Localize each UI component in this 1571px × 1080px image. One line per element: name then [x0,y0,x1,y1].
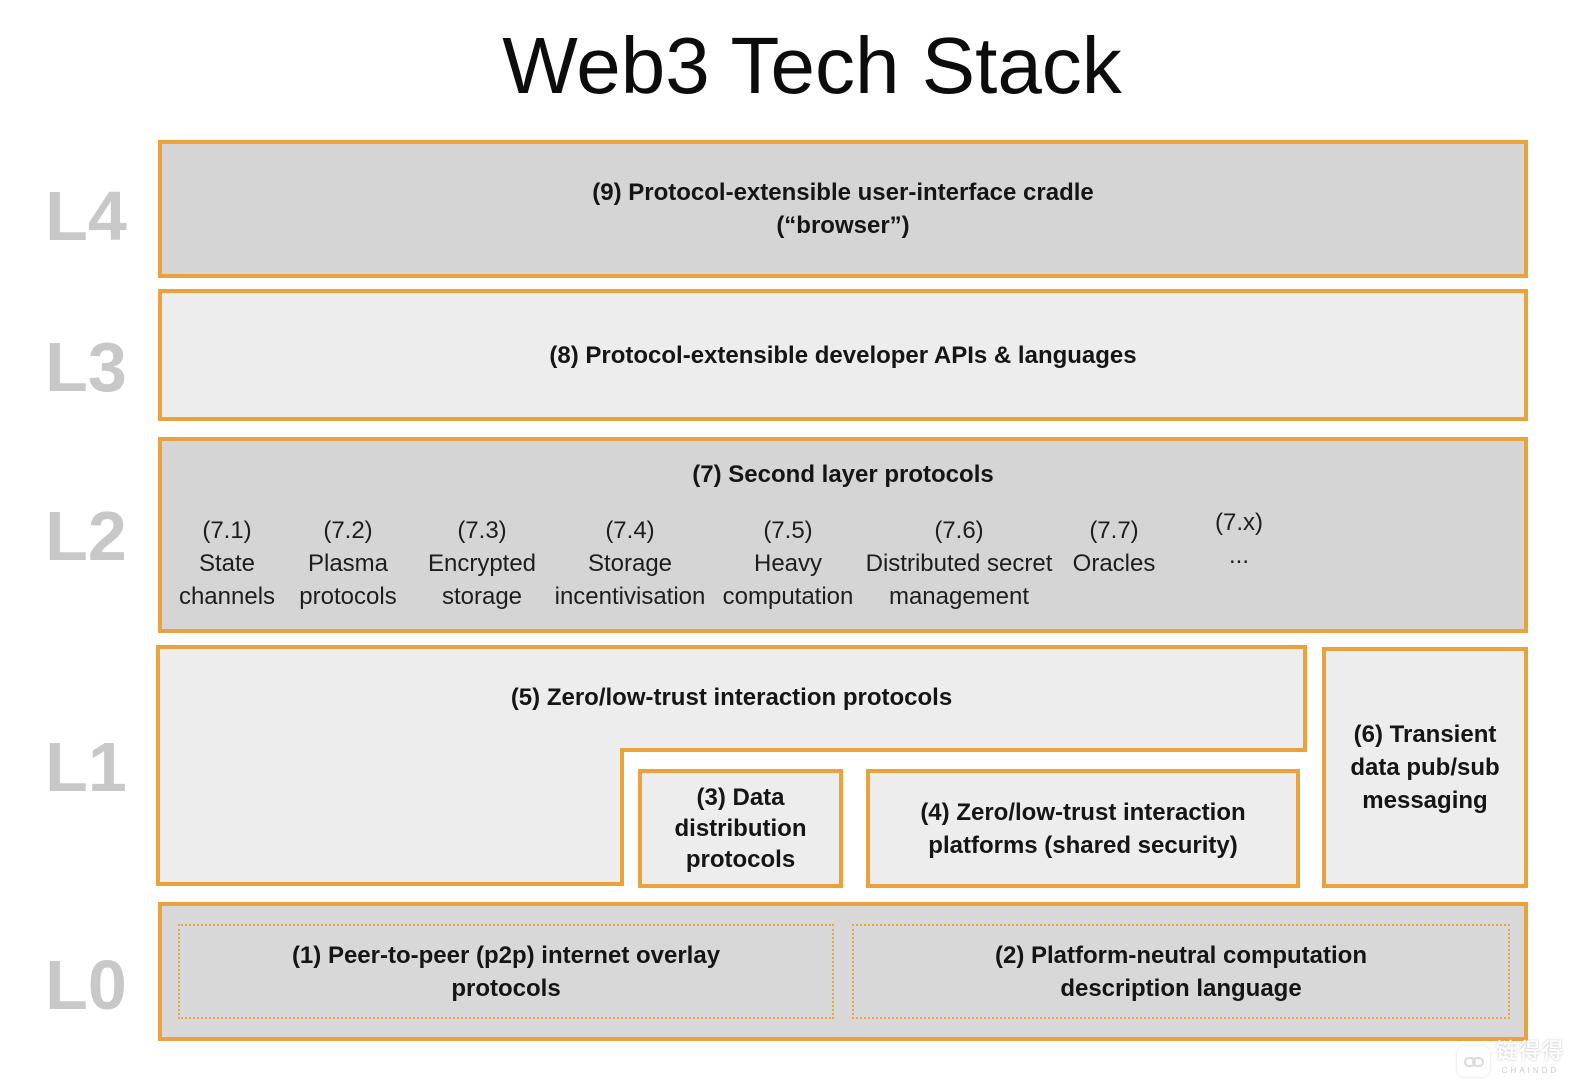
box-6-transient-messaging: (6) Transient data pub/sub messaging [1322,647,1528,888]
layer-label-l1: L1 [45,728,127,806]
box-4-interaction-platforms: (4) Zero/low-trust interaction platforms… [866,769,1300,888]
chain-link-icon [1463,1056,1484,1067]
box-3-data-distribution: (3) Data distribution protocols [638,769,843,888]
watermark-latin-text: CHAINDD [1501,1066,1560,1075]
box-2-line2: description language [1060,974,1302,1002]
box-8-developer-apis: (8) Protocol-extensible developer APIs &… [158,289,1528,421]
l2-item-7-3-num: (7.3) [457,517,507,544]
l2-item-7-2-line1: Plasma [307,550,389,577]
box-7-second-layer-protocols: (7) Second layer protocols (7.1) State c… [158,437,1528,633]
box-2-line1: (2) Platform-neutral computation [994,941,1367,969]
l2-item-7-5-line1: Heavy [753,550,823,577]
l2-item-7-1: (7.1) State channels [179,514,275,613]
box-4-line2: platforms (shared security) [928,831,1238,859]
box-3-line1: (3) Data [696,784,785,811]
watermark-logo-icon [1457,1046,1490,1077]
l2-item-7-4: (7.4) Storage incentivisation [555,514,706,613]
l2-item-7-x-line1: ... [1228,542,1249,569]
l2-item-7-2: (7.2) Plasma protocols [299,514,396,613]
watermark: 链得得 CHAINDD [1457,1039,1569,1077]
l2-item-7-3-line2: storage [441,583,523,610]
box-1-p2p-overlay: (1) Peer-to-peer (p2p) internet overlay … [178,924,834,1019]
layer-label-l2: L2 [45,497,127,575]
box-9-ui-cradle: (9) Protocol-extensible user-interface c… [158,140,1528,278]
box-6-line3: messaging [1362,787,1488,814]
box-5-l-shape [156,645,1307,886]
l2-item-7-7-line1: Oracles [1072,550,1156,577]
box-6-line1: (6) Transient [1353,721,1497,748]
layer-label-l0: L0 [45,946,127,1024]
box-7-header: (7) Second layer protocols [692,461,994,488]
box-6-line2: data pub/sub [1350,754,1500,781]
box-9-line2: (“browser”) [776,212,910,239]
l2-item-7-6-num: (7.6) [934,517,984,544]
l2-item-7-6-line1: Distributed secret [865,550,1053,577]
l2-item-7-4-num: (7.4) [605,517,655,544]
box-1-line2: protocols [451,974,561,1002]
l2-item-7-x: (7.x) ... [1215,506,1263,572]
box-8-line1: (8) Protocol-extensible developer APIs &… [549,341,1137,369]
box-5-zero-low-trust-protocols: (5) Zero/low-trust interaction protocols [510,684,953,711]
l2-item-7-3-line1: Encrypted [427,550,537,577]
l2-item-7-2-line2: protocols [299,583,397,610]
layer-label-l3: L3 [45,328,127,406]
l2-item-7-1-line1: State [198,550,256,577]
l2-item-7-4-line1: Storage [587,550,673,577]
box-3-line3: protocols [685,846,796,873]
l2-item-7-7-num: (7.7) [1089,517,1139,544]
l2-item-7-1-line2: channels [178,583,276,610]
box-4-line1: (4) Zero/low-trust interaction [920,798,1246,826]
box-1-line1: (1) Peer-to-peer (p2p) internet overlay [291,941,721,969]
box-9-line1: (9) Protocol-extensible user-interface c… [592,179,1094,206]
watermark-cjk-text: 链得得 [1496,1040,1565,1063]
l0-container-box: (1) Peer-to-peer (p2p) internet overlay … [158,902,1528,1041]
l2-item-7-5-line2: computation [722,583,854,610]
l2-item-7-2-num: (7.2) [323,517,373,544]
l2-item-7-7: (7.7) Oracles [1073,514,1156,580]
l2-item-7-5: (7.5) Heavy computation [723,514,854,613]
l2-item-7-x-num: (7.x) [1215,509,1263,536]
l2-item-7-3: (7.3) Encrypted storage [428,514,536,613]
l2-item-7-1-num: (7.1) [202,517,252,544]
box-2-computation-language: (2) Platform-neutral computation descrip… [852,924,1510,1019]
l2-item-7-6-line2: management [888,583,1030,610]
l2-item-7-4-line2: incentivisation [554,583,706,610]
watermark-text: 链得得 CHAINDD [1496,1039,1565,1076]
l2-item-7-5-num: (7.5) [763,517,813,544]
l2-item-7-6: (7.6) Distributed secret management [866,514,1053,613]
layer-label-l4: L4 [45,177,127,255]
diagram-title: Web3 Tech Stack [502,21,1122,110]
box-3-line2: distribution [674,815,807,842]
